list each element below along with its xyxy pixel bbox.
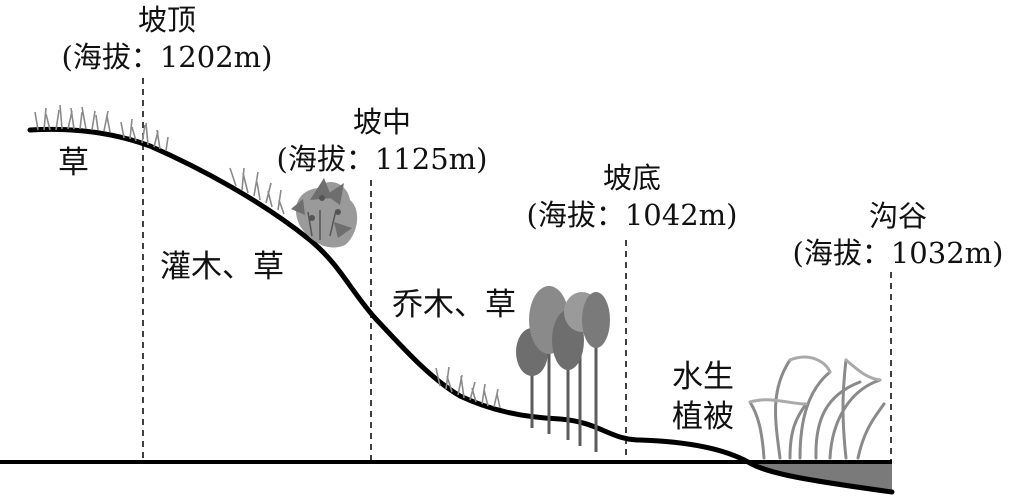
- aquatic-plants-icon: [748, 355, 886, 460]
- grass-lower-icon: [435, 366, 501, 409]
- label-mid: 坡中 (海拔：1125m): [262, 108, 502, 174]
- zone-shrub-grass: 灌木、草: [160, 249, 284, 285]
- point-name-mid: 坡中: [352, 105, 411, 139]
- point-name-gully: 沟谷: [868, 199, 927, 233]
- point-altitude-top: (海拔：1202m): [61, 40, 273, 74]
- label-bottom: 坡底 (海拔：1042m): [512, 164, 752, 230]
- trees-icon: [516, 286, 610, 452]
- grass-top-icon: [34, 104, 169, 152]
- zone-grass: 草: [58, 145, 89, 181]
- label-gully: 沟谷 (海拔：1032m): [778, 202, 1018, 268]
- shrub-icon: [291, 178, 358, 248]
- zone-aquatic-1: 水生: [672, 359, 734, 395]
- grass-slope-icon: [229, 167, 285, 215]
- point-name-top: 坡顶: [137, 3, 196, 37]
- zone-aquatic-2: 植被: [672, 399, 734, 435]
- point-name-bottom: 坡底: [602, 161, 661, 195]
- label-top: 坡顶 (海拔：1202m): [52, 6, 282, 72]
- point-altitude-bottom: (海拔：1042m): [526, 198, 738, 232]
- point-altitude-gully: (海拔：1032m): [792, 236, 1004, 270]
- slope-profile: [27, 126, 895, 495]
- point-altitude-mid: (海拔：1125m): [276, 142, 488, 176]
- zone-tree-grass: 乔木、草: [392, 287, 516, 323]
